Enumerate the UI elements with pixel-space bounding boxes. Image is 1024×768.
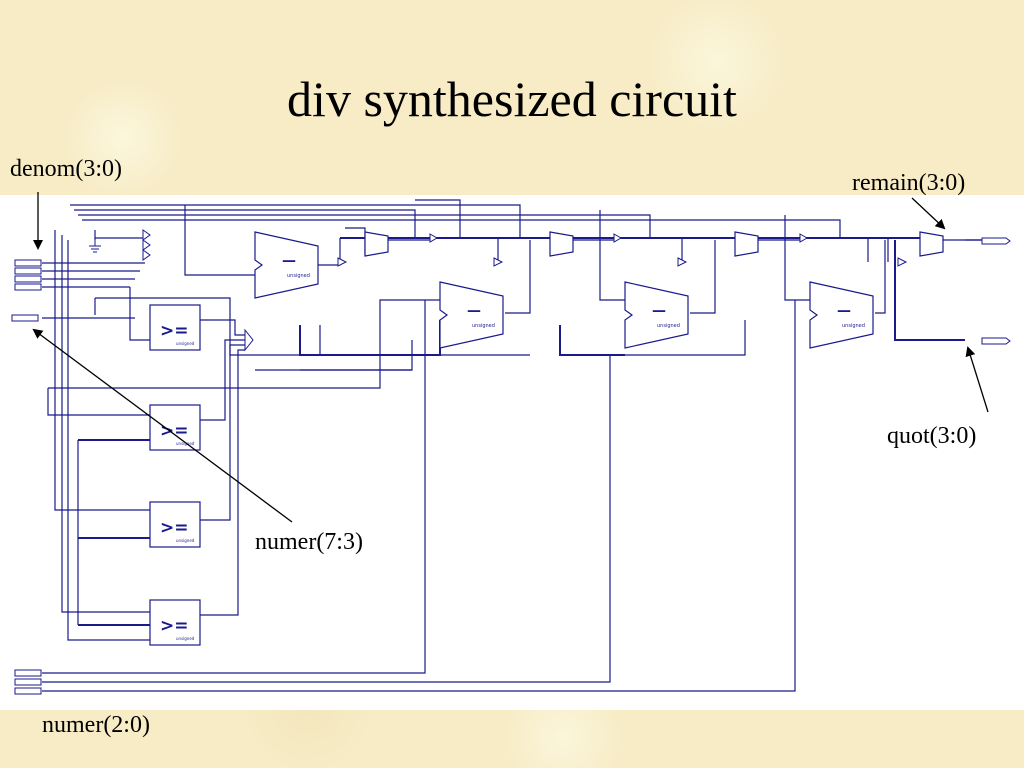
wires — [42, 199, 1000, 692]
cmp-symbol-2: >= — [160, 421, 189, 441]
muxes — [364, 231, 944, 257]
sub-symbol-4: — — [837, 303, 851, 319]
sub-type-3: unsigned — [657, 323, 680, 329]
input-ports — [11, 259, 42, 695]
denom-label: denom(3:0) — [10, 156, 122, 182]
input-bus-joiner — [142, 229, 254, 352]
cmp-symbol-4: >= — [160, 616, 189, 636]
cmp-symbol-3: >= — [160, 518, 189, 538]
cmp-type-4: unsigned — [176, 636, 195, 641]
subtractor-symbols: — — — — — [282, 253, 851, 319]
subtractors — [254, 231, 874, 349]
comparators — [149, 304, 201, 646]
comparator-type-labels: unsigned unsigned unsigned unsigned — [176, 341, 195, 641]
sub-symbol-1: — — [282, 253, 296, 269]
cmp-type-3: unsigned — [176, 538, 195, 543]
ground-icon — [89, 240, 101, 253]
cmp-type-1: unsigned — [176, 341, 195, 346]
cmp-symbol-1: >= — [160, 321, 189, 341]
sub-type-4: unsigned — [842, 323, 865, 329]
comparator-symbols: >= >= >= >= — [160, 321, 189, 636]
numer-low-label: numer(2:0) — [42, 712, 150, 738]
slide-title: div synthesized circuit — [287, 71, 737, 127]
sub-type-2: unsigned — [472, 323, 495, 329]
sub-type-1: unsigned — [287, 273, 310, 279]
remain-label: remain(3:0) — [852, 170, 966, 196]
subtractor-labels: unsigned unsigned unsigned unsigned — [287, 273, 865, 329]
output-ports — [981, 237, 1011, 345]
sub-symbol-3: — — [652, 303, 666, 319]
annotation-arrows — [32, 192, 989, 523]
sub-symbol-2: — — [467, 303, 481, 319]
cmp-type-2: unsigned — [176, 441, 195, 446]
numer-high-label: numer(7:3) — [255, 529, 363, 555]
quot-label: quot(3:0) — [887, 423, 977, 449]
buffers — [337, 233, 908, 267]
